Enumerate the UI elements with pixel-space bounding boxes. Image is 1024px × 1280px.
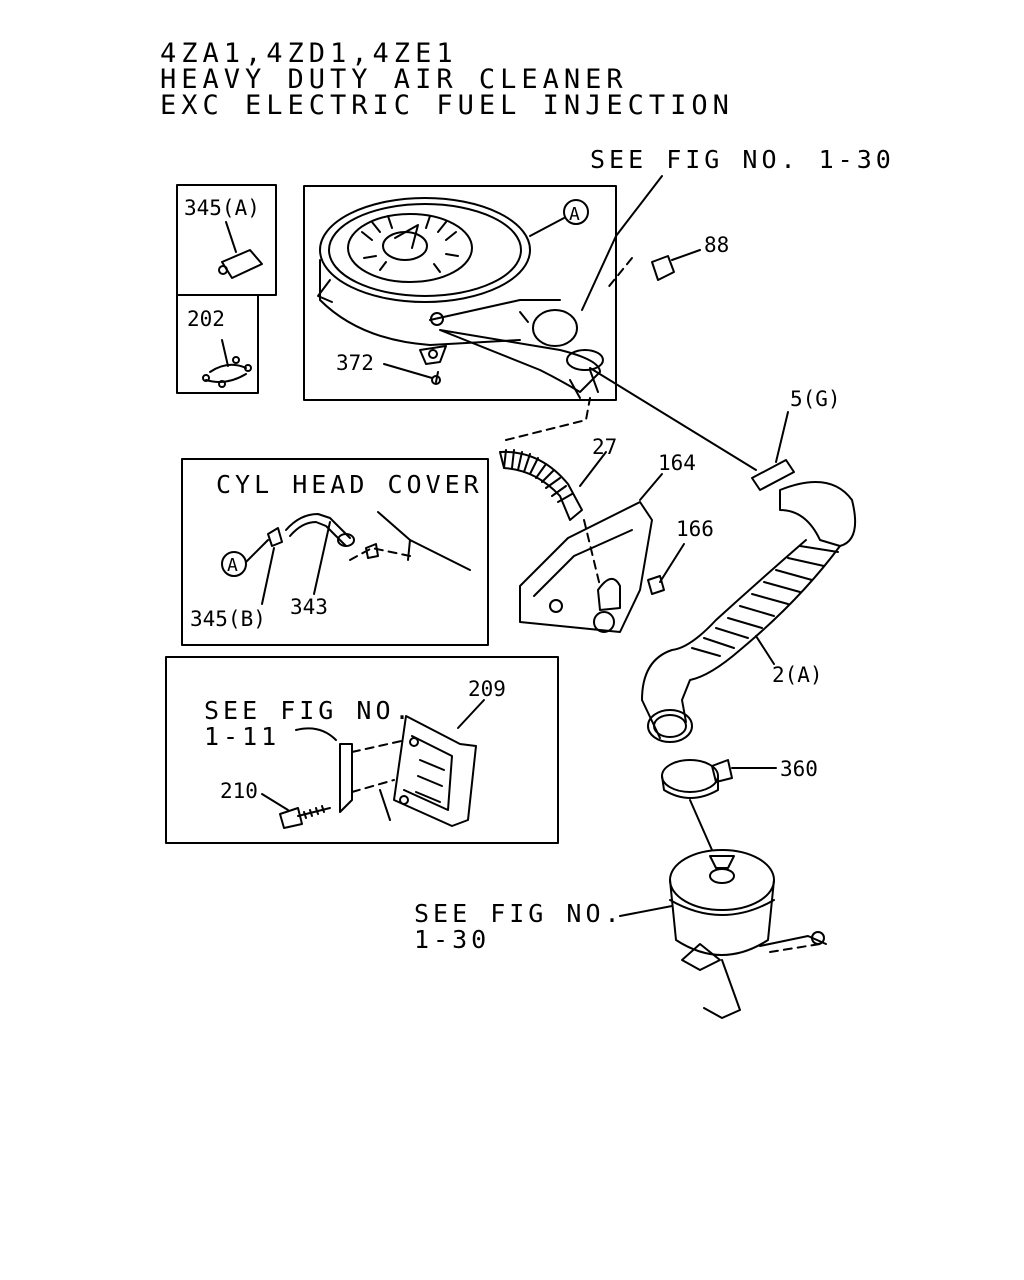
hose-88-dashed-link <box>606 258 632 290</box>
inset-box-air-cleaner <box>304 186 616 400</box>
leader-372 <box>384 364 432 378</box>
grommet-5g-drawing <box>752 412 794 490</box>
part-label-210: 210 <box>220 779 258 803</box>
hose-27-drawing <box>500 398 606 520</box>
hose-2a-drawing <box>642 482 855 742</box>
cyl-head-cover-label: CYL HEAD COVER <box>216 470 483 499</box>
inset-box-202 <box>177 295 258 393</box>
part-label-2a: 2(A) <box>772 663 823 687</box>
see-fig-bracket-label-line2: 1-11 <box>204 722 280 751</box>
air-cleaner-housing-drawing <box>318 198 603 398</box>
model-codes-title: 4ZA1,4ZD1,4ZE1 <box>160 38 458 69</box>
see-fig-bottom-label-line2: 1-30 <box>414 925 490 954</box>
part-label-5g: 5(G) <box>790 387 841 411</box>
part-label-164: 164 <box>658 451 696 475</box>
ref-a-circle-inset <box>222 552 246 576</box>
part-label-209: 209 <box>468 677 506 701</box>
clamp-202-drawing <box>203 340 251 387</box>
see-fig-top-leader <box>582 176 662 310</box>
bracket-209-drawing <box>296 700 484 826</box>
assembly-title: HEAVY DUTY AIR CLEANER <box>160 64 628 95</box>
bolt-166-drawing <box>648 544 684 594</box>
part-label-166: 166 <box>676 517 714 541</box>
part-label-372: 372 <box>336 351 374 375</box>
ref-a-letter-inset: A <box>227 555 238 576</box>
see-fig-bottom-label-line1: SEE FIG NO. <box>414 899 624 928</box>
pcv-hose-343-drawing <box>222 512 470 604</box>
assembly-subtitle: EXC ELECTRIC FUEL INJECTION <box>160 90 734 121</box>
part-label-343: 343 <box>290 595 328 619</box>
part-label-88: 88 <box>704 233 729 257</box>
see-fig-bracket-label-line1: SEE FIG NO. <box>204 696 414 725</box>
inset-box-bracket <box>166 657 558 843</box>
inset-box-cyl-head-cover <box>182 459 488 645</box>
see-fig-top-label: SEE FIG NO. 1-30 <box>590 145 895 174</box>
bracket-164-drawing <box>520 474 662 632</box>
part-label-360: 360 <box>780 757 818 781</box>
cap-88-drawing <box>652 250 700 280</box>
ref-a-letter-top: A <box>569 204 580 225</box>
part-label-345a: 345(A) <box>184 196 260 220</box>
bolt-210-drawing <box>262 794 330 828</box>
leader-to-5g <box>590 368 756 470</box>
clip-345a-drawing <box>219 222 262 278</box>
part-label-27: 27 <box>592 435 617 459</box>
ref-a-circle-top <box>564 200 588 224</box>
precleaner-bowl-drawing <box>620 850 826 1018</box>
part-label-202: 202 <box>187 307 225 331</box>
clamp-360-drawing <box>662 760 776 850</box>
ref-a-leader-top <box>530 218 564 236</box>
part-label-345b: 345(B) <box>190 607 266 631</box>
